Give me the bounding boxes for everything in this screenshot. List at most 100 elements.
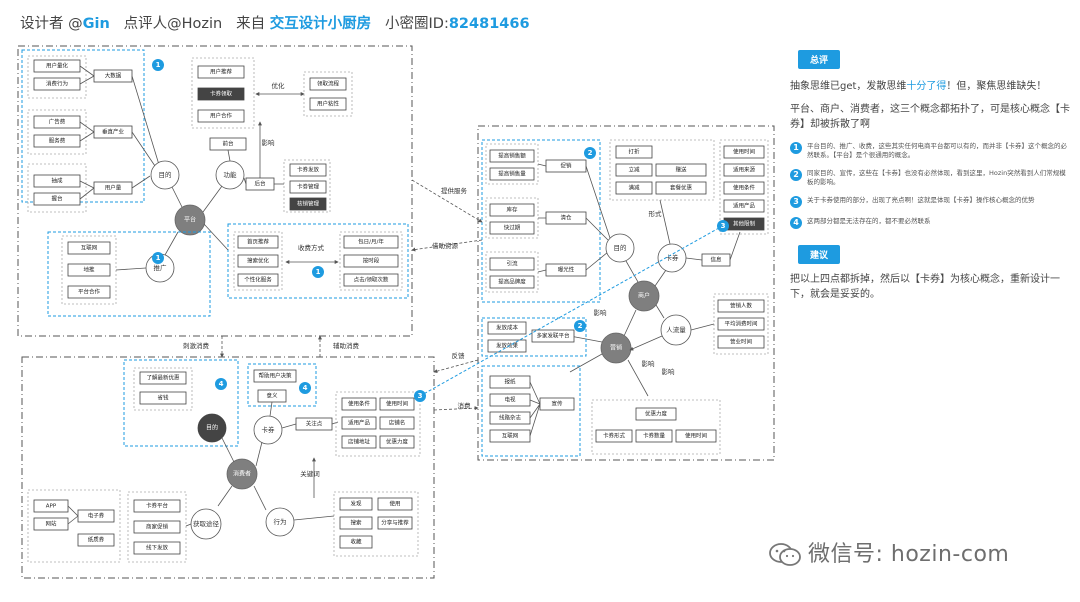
m-influence-label2: 影响 — [642, 359, 656, 368]
svg-text:线下发放: 线下发放 — [146, 544, 169, 552]
platform-goal-sub1 — [27, 55, 87, 99]
wechat-icon — [769, 543, 801, 566]
svg-text:前台: 前台 — [222, 140, 234, 148]
svg-text:点击/领取次数: 点击/领取次数 — [354, 276, 389, 284]
svg-text:APP: APP — [46, 504, 57, 510]
m-flow-box: 平均消费时间 — [717, 317, 765, 331]
point-text: 平台目的、推广、收费，这些其实任何电商平台都可以有的，而并非【卡券】这个概念的必… — [807, 142, 1067, 159]
rel-consume: 消费 — [458, 401, 472, 410]
svg-text:使用时间: 使用时间 — [733, 148, 755, 156]
svg-text:2: 2 — [588, 149, 593, 157]
m-offer-box: 卡券形式 — [595, 429, 633, 443]
marker-2-cost: 2 — [574, 320, 586, 332]
svg-text:商家促销: 商家促销 — [146, 523, 169, 531]
svg-text:卡劵管理: 卡劵管理 — [297, 183, 320, 191]
charge-box: 点击/领取次数 — [343, 273, 399, 287]
c-goal-box: 省钱 — [139, 391, 187, 405]
promote-box: 互联网 — [67, 241, 111, 255]
svg-text:优惠力度: 优惠力度 — [645, 410, 668, 418]
m-form-box: 打折 — [615, 145, 653, 159]
svg-text:卡券形式: 卡券形式 — [603, 432, 626, 440]
svg-text:消费者: 消费者 — [233, 470, 251, 478]
m-flow-box: 营业时间 — [717, 335, 765, 349]
c-behavior-box: 发现 — [339, 497, 373, 511]
source-name[interactable]: 交互设计小厨房 — [269, 16, 372, 32]
marketing-hub: 营销 — [600, 332, 632, 364]
svg-text:网站: 网站 — [45, 520, 57, 528]
svg-text:库存: 库存 — [506, 206, 518, 214]
m-propagate-box: 线路杂志 — [489, 411, 531, 425]
m-info-box: 适用产品 — [723, 199, 765, 213]
svg-text:快过期: 快过期 — [504, 224, 521, 232]
c-behavior-box: 收藏 — [339, 535, 373, 549]
svg-text:人流量: 人流量 — [666, 325, 686, 334]
platform-goal-box: 广告费 — [33, 115, 81, 129]
merchant-group — [477, 125, 775, 461]
svg-text:功能: 功能 — [224, 170, 238, 179]
c-goal-box: 了解最新优惠 — [139, 371, 187, 385]
svg-text:多家发联平台: 多家发联平台 — [536, 332, 570, 340]
rel-assist: 辅助消费 — [333, 341, 360, 350]
c-decide-box: 帮助用户决策 — [253, 369, 297, 383]
m-clear-box: 快过期 — [489, 221, 535, 235]
svg-text:互联网: 互联网 — [502, 432, 519, 440]
svg-text:卡券数量: 卡券数量 — [643, 432, 666, 440]
svg-text:3: 3 — [721, 222, 726, 230]
c-purchase-box: APP — [33, 499, 69, 513]
svg-text:消费行为: 消费行为 — [46, 80, 68, 88]
c-keyword-label: 关键词 — [300, 469, 320, 478]
c-purchase-box: 卡券平台 — [133, 499, 181, 513]
designer-name[interactable]: Gin — [82, 16, 110, 32]
svg-text:发放效果: 发放效果 — [496, 342, 519, 350]
svg-text:用户粘性: 用户粘性 — [317, 100, 340, 108]
c-goal-highlight — [123, 359, 239, 447]
charge-box: 个性化服务 — [237, 273, 279, 287]
platform-backend: 后台 — [245, 177, 275, 191]
svg-text:套餐优惠: 套餐优惠 — [670, 184, 693, 192]
svg-text:广告费: 广告费 — [49, 118, 66, 126]
svg-text:省钱: 省钱 — [157, 394, 169, 402]
summary-line2: 平台、商户、消费者，这三个概念都拓扑了，可是核心概念【卡券】却被拆散了啊 — [790, 104, 1070, 130]
m-influence-label3: 影响 — [662, 367, 676, 376]
c-follow-sub — [335, 391, 421, 457]
svg-text:收藏: 收藏 — [350, 538, 362, 546]
svg-text:使用: 使用 — [389, 500, 400, 508]
suggest-badge: 建议 — [798, 245, 841, 264]
svg-text:4: 4 — [303, 384, 308, 392]
c-purchase-box: 纸质券 — [77, 533, 115, 547]
c-follow-node: 关注点 — [295, 417, 333, 431]
svg-text:包日/月/年: 包日/月/年 — [358, 238, 384, 246]
platform-goal-box: 服务费 — [33, 134, 81, 148]
m-propagate-box: 电视 — [489, 393, 531, 407]
svg-text:电视: 电视 — [504, 396, 516, 404]
marker-4-decide: 4 — [299, 382, 311, 394]
m-info-sub — [719, 139, 769, 235]
svg-text:线路杂志: 线路杂志 — [499, 414, 522, 422]
rel-feedback: 反馈 — [452, 351, 466, 360]
svg-text:清仓: 清仓 — [560, 214, 572, 222]
m-clear-box: 库存 — [489, 203, 535, 217]
c-purchase-box: 网站 — [33, 517, 69, 531]
svg-text:用户量: 用户量 — [105, 184, 122, 192]
svg-text:引流: 引流 — [506, 260, 518, 268]
wechat-id: 微信号: hozin-com — [808, 542, 1010, 567]
optimize-label: 优化 — [272, 81, 286, 90]
rel-borrow-resource: 借助资源 — [432, 241, 459, 250]
form-label: 形式 — [649, 209, 663, 218]
c-follow-box: 店铺地址 — [341, 435, 377, 449]
m-influence-label: 影响 — [594, 308, 608, 317]
c-behavior-box: 搜索 — [339, 516, 373, 530]
svg-text:互联网: 互联网 — [81, 244, 98, 252]
promote-box: 地推 — [67, 263, 111, 277]
m-info-box: 使用条件 — [723, 181, 765, 195]
circle-id: 82481466 — [448, 16, 530, 32]
svg-text:核销管理: 核销管理 — [297, 200, 320, 208]
marker-2-goal: 2 — [584, 147, 596, 159]
marker-3-follow: 3 — [414, 390, 426, 402]
svg-text:发现: 发现 — [350, 500, 362, 508]
rel-provide-service: 提供服务 — [441, 186, 468, 195]
platform-backend-sub — [283, 159, 331, 213]
